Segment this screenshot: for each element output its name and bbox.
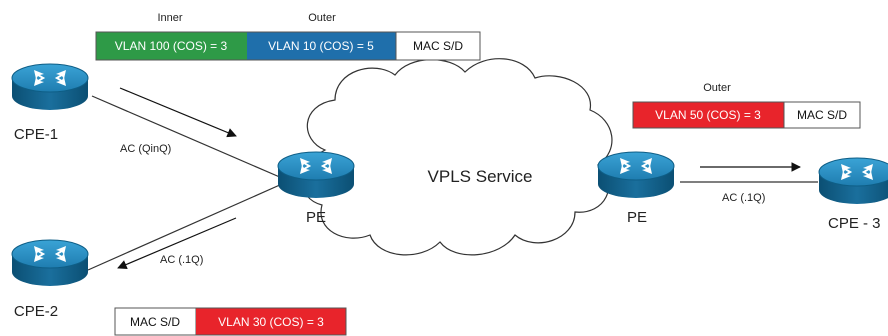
frame-outer50-vlan50-text: VLAN 50 (COS) = 3 (655, 108, 761, 122)
link-cpe1-pe (91, 95, 283, 179)
node-label-pe-right: PE (627, 209, 647, 226)
dot1q-left-direction-arrow (117, 217, 237, 270)
router-icon (11, 63, 89, 111)
router-icon (597, 151, 675, 199)
frame-qinq: Inner Outer VLAN 100 (COS) = 3 VLAN 10 (… (95, 12, 481, 61)
frame-vlan30: MAC S/D VLAN 30 (COS) = 3 (114, 307, 347, 336)
router-icon (11, 239, 89, 287)
frame-outer50-mac-text: MAC S/D (797, 108, 847, 122)
frame-vlan30-vlan30-text: VLAN 30 (COS) = 3 (218, 315, 324, 329)
frame-qinq-segment-mac (395, 31, 481, 61)
frame-outer50-segment-vlan50 (633, 102, 784, 128)
qinq-direction-arrow (119, 87, 237, 138)
frame-qinq-mac-text: MAC S/D (413, 39, 463, 53)
link-label-ac-1q-right: AC (.1Q) (722, 192, 765, 204)
frame-qinq-outer-label: Outer (308, 12, 336, 24)
node-label-pe-left: PE (306, 209, 326, 226)
frame-outer50: Outer VLAN 50 (COS) = 3 MAC S/D (632, 82, 861, 129)
node-label-cpe2: CPE-2 (14, 303, 58, 320)
link-label-ac-1q-left: AC (.1Q) (160, 254, 203, 266)
link-cpe2-pe (87, 183, 283, 271)
frame-qinq-inner-label: Inner (157, 12, 182, 24)
cloud-label: VPLS Service (428, 167, 533, 186)
vpls-cloud (301, 58, 613, 256)
frame-outer50-outer-label: Outer (703, 82, 731, 94)
frame-qinq-vlan10-text: VLAN 10 (COS) = 5 (268, 39, 374, 53)
router-icon (818, 157, 888, 205)
link-lines (87, 95, 818, 271)
node-label-cpe1: CPE-1 (14, 126, 58, 143)
frame-qinq-vlan100-text: VLAN 100 (COS) = 3 (115, 39, 228, 53)
frame-vlan30-segment-vlan30 (196, 308, 346, 335)
frame-qinq-segment-vlan100 (96, 32, 247, 60)
link-label-ac-qinq: AC (QinQ) (120, 143, 171, 155)
router-icon (277, 151, 355, 199)
frame-vlan30-mac-text: MAC S/D (130, 315, 180, 329)
frame-qinq-segment-vlan10 (247, 32, 396, 60)
node-label-cpe3: CPE - 3 (828, 215, 881, 232)
